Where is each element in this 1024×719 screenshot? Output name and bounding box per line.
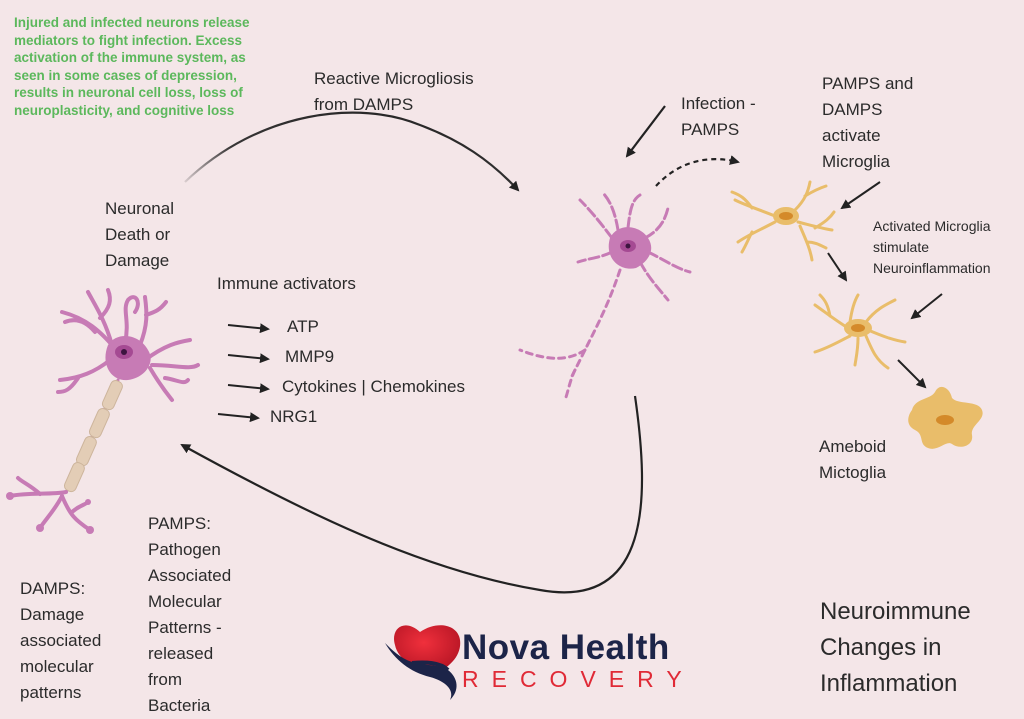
arrow-microglia-down bbox=[827, 252, 848, 282]
return-arrow bbox=[180, 395, 644, 594]
mediator-atp: ATP bbox=[287, 317, 319, 336]
arrow-cytokines bbox=[227, 383, 270, 394]
brand-subtitle: RECOVERY bbox=[462, 666, 695, 692]
label-neuronal-death: Neuronal Death or Damage bbox=[105, 199, 174, 270]
label-ameboid-microglia: Ameboid Mictoglia bbox=[819, 437, 887, 482]
arrow-dashed-activation bbox=[655, 155, 740, 187]
label-immune-activators: Immune activators bbox=[217, 274, 356, 293]
label-pamps-definition: PAMPS: Pathogen Associated Molecular Pat… bbox=[148, 514, 232, 715]
ameboid-nucleus bbox=[936, 415, 954, 425]
arrow-nrg1 bbox=[217, 412, 260, 423]
label-damps-definition: DAMPS: Damage associated molecular patte… bbox=[20, 579, 102, 702]
brand-wordmark: Nova Health RECOVERY bbox=[462, 628, 695, 693]
arrow-to-ameboid bbox=[897, 359, 927, 389]
microglia-ramified bbox=[730, 180, 836, 262]
brand-name: Nova Health bbox=[462, 628, 670, 667]
label-pamps-damps-activate: PAMPS and DAMPS activate Microglia bbox=[822, 74, 914, 171]
healthy-neuron bbox=[6, 288, 200, 534]
arrow-mmp9 bbox=[227, 353, 270, 364]
label-activated-microglia: Activated Microglia stimulate Neuroinfla… bbox=[873, 218, 991, 276]
microgliosis-arrow bbox=[184, 111, 520, 192]
arrow-infection bbox=[625, 105, 666, 158]
arrow-pamps-damps bbox=[840, 181, 881, 210]
mediator-mmp9: MMP9 bbox=[285, 347, 335, 366]
intro-description: Injured and infected neurons release med… bbox=[14, 15, 250, 118]
arrow-neuroinflammation bbox=[910, 293, 943, 320]
page-title: Neuroimmune Changes in Inflammation bbox=[820, 598, 971, 697]
label-reactive-microgliosis: Reactive Microgliosis from DAMPS bbox=[314, 69, 474, 114]
damaged-neuron bbox=[518, 190, 692, 402]
brand-logo-icon bbox=[385, 625, 461, 700]
mediator-nrg1: NRG1 bbox=[270, 407, 318, 426]
label-infection: Infection - PAMPS bbox=[681, 94, 756, 139]
mediator-cytokines: Cytokines | Chemokines bbox=[282, 377, 465, 396]
arrow-atp bbox=[227, 323, 270, 334]
